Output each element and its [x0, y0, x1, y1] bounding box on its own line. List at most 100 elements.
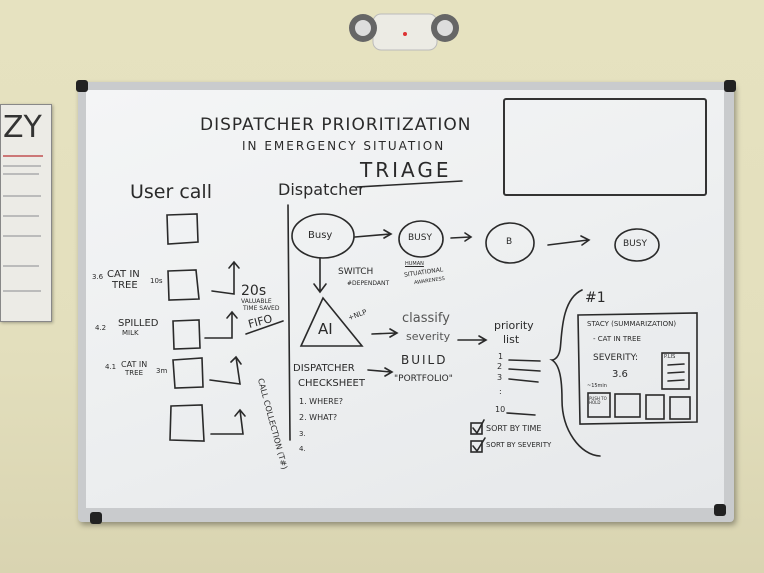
hold-slot-label: PUSH TO HOLD	[589, 396, 607, 405]
busy-label: BUSY	[623, 239, 647, 249]
emergency-light-icon	[349, 13, 459, 51]
board-subtitle: IN EMERGENCY SITUATION	[242, 139, 446, 153]
poster-title: ZY	[3, 110, 42, 145]
classify-label: classify	[402, 311, 450, 326]
checksheet-item: 3.	[299, 430, 306, 438]
priority-line	[506, 412, 536, 416]
dispatcher-heading: Dispatcher	[278, 180, 365, 199]
priority-line	[508, 368, 541, 372]
priority-number: 1	[498, 352, 504, 361]
sort-option-label: SORT BY SEVERITY	[486, 441, 552, 449]
card-slot	[614, 393, 641, 418]
arrow-icon	[367, 367, 394, 377]
poster-line	[3, 265, 39, 267]
arrow-icon	[547, 235, 591, 246]
call-box	[172, 357, 204, 389]
call-time: 3m	[156, 367, 168, 375]
call-box	[166, 213, 199, 245]
brace	[549, 289, 601, 457]
fifo-underline	[245, 320, 284, 335]
poster-line	[3, 290, 41, 292]
poster-line	[3, 235, 41, 237]
priority-list-title: priority	[494, 319, 534, 332]
busy-label: B	[506, 237, 513, 247]
busy-label: Busy	[308, 230, 333, 241]
priority-card	[577, 312, 698, 425]
call-box	[169, 404, 205, 442]
priority-line	[508, 359, 541, 362]
user-call-heading: User call	[130, 181, 212, 203]
ai-label: AI	[318, 320, 333, 338]
call-time: 10s	[150, 277, 163, 285]
board-title: DISPATCHER PRIORITIZATION	[200, 115, 472, 135]
card-severity-label: SEVERITY:	[593, 353, 638, 363]
wall-poster: ZY	[0, 104, 52, 322]
busy-state-circle	[398, 220, 444, 258]
triage-heading: TRIAGE	[360, 158, 452, 182]
poster-line	[3, 173, 39, 175]
arrow-icon	[313, 257, 327, 294]
hold-slot	[587, 392, 611, 418]
board-corner	[90, 512, 102, 524]
checkbox-sort-time	[470, 422, 483, 435]
build-label: "PORTFOLIO"	[394, 374, 453, 384]
checkbox-sort-severity	[470, 440, 483, 453]
call-score: 3.6	[92, 273, 104, 281]
call-label: CAT IN	[121, 360, 148, 369]
human-note: HUMAN	[405, 261, 424, 267]
poster-line	[3, 155, 43, 157]
arrow-icon	[354, 229, 393, 239]
busy-state-circle	[485, 222, 535, 264]
priority-number: 10	[495, 405, 506, 414]
check-icon	[472, 419, 485, 435]
card-slot	[669, 396, 691, 420]
busy-state-circle	[291, 213, 355, 259]
time-saved-value: 20s	[241, 283, 267, 299]
priority-line	[508, 378, 539, 383]
check-icon	[472, 437, 486, 453]
divider-line	[287, 204, 291, 441]
build-label: BUILD	[401, 353, 448, 367]
card-severity-value: 3.6	[612, 369, 628, 380]
switch-note: SWITCH	[338, 267, 374, 277]
checksheet-item: 4.	[299, 445, 306, 453]
call-label: TREE	[112, 280, 138, 291]
call-box	[172, 319, 201, 350]
call-label: SPILLED	[118, 318, 159, 329]
checksheet-title: CHECKSHEET	[298, 378, 365, 389]
card-policy: P.LIS	[664, 354, 676, 360]
call-label: TREE	[125, 369, 143, 377]
arrow-icon	[371, 328, 399, 338]
arrow-icon	[204, 310, 238, 339]
card-heading: STACY (SUMMARIZATION)	[587, 320, 677, 328]
board-corner	[76, 80, 88, 92]
call-box	[167, 269, 200, 301]
board-corner	[724, 80, 736, 92]
classify-label: severity	[406, 330, 451, 343]
sort-option-label: SORT BY TIME	[486, 424, 542, 433]
call-label: MILK	[122, 329, 139, 337]
priority-number: 3	[497, 373, 503, 382]
busy-state-circle	[614, 228, 660, 262]
card-rank: #1	[585, 290, 606, 306]
poster-line	[3, 215, 39, 217]
checksheet-title: DISPATCHER	[293, 363, 355, 374]
poster-line	[3, 195, 41, 197]
priority-list-title: list	[503, 333, 520, 346]
checksheet-item: 2. WHAT?	[299, 413, 338, 422]
time-saved-label: VALUABLE	[241, 298, 272, 305]
priority-number: :	[499, 387, 502, 396]
arrow-icon	[450, 232, 473, 242]
emergency-light	[345, 8, 465, 58]
card-summary: - CAT IN TREE	[593, 335, 641, 343]
checksheet-item: 1. WHERE?	[299, 397, 344, 406]
arrow-icon	[457, 335, 488, 345]
empty-frame	[503, 98, 707, 196]
priority-number: 2	[497, 362, 503, 371]
call-score: 4.2	[95, 324, 107, 332]
ai-triangle	[299, 296, 364, 347]
card-time: ~15min	[587, 383, 607, 389]
switch-note: #DEPENDANT	[347, 280, 390, 287]
policy-box	[661, 352, 690, 390]
triage-underline	[356, 180, 463, 188]
